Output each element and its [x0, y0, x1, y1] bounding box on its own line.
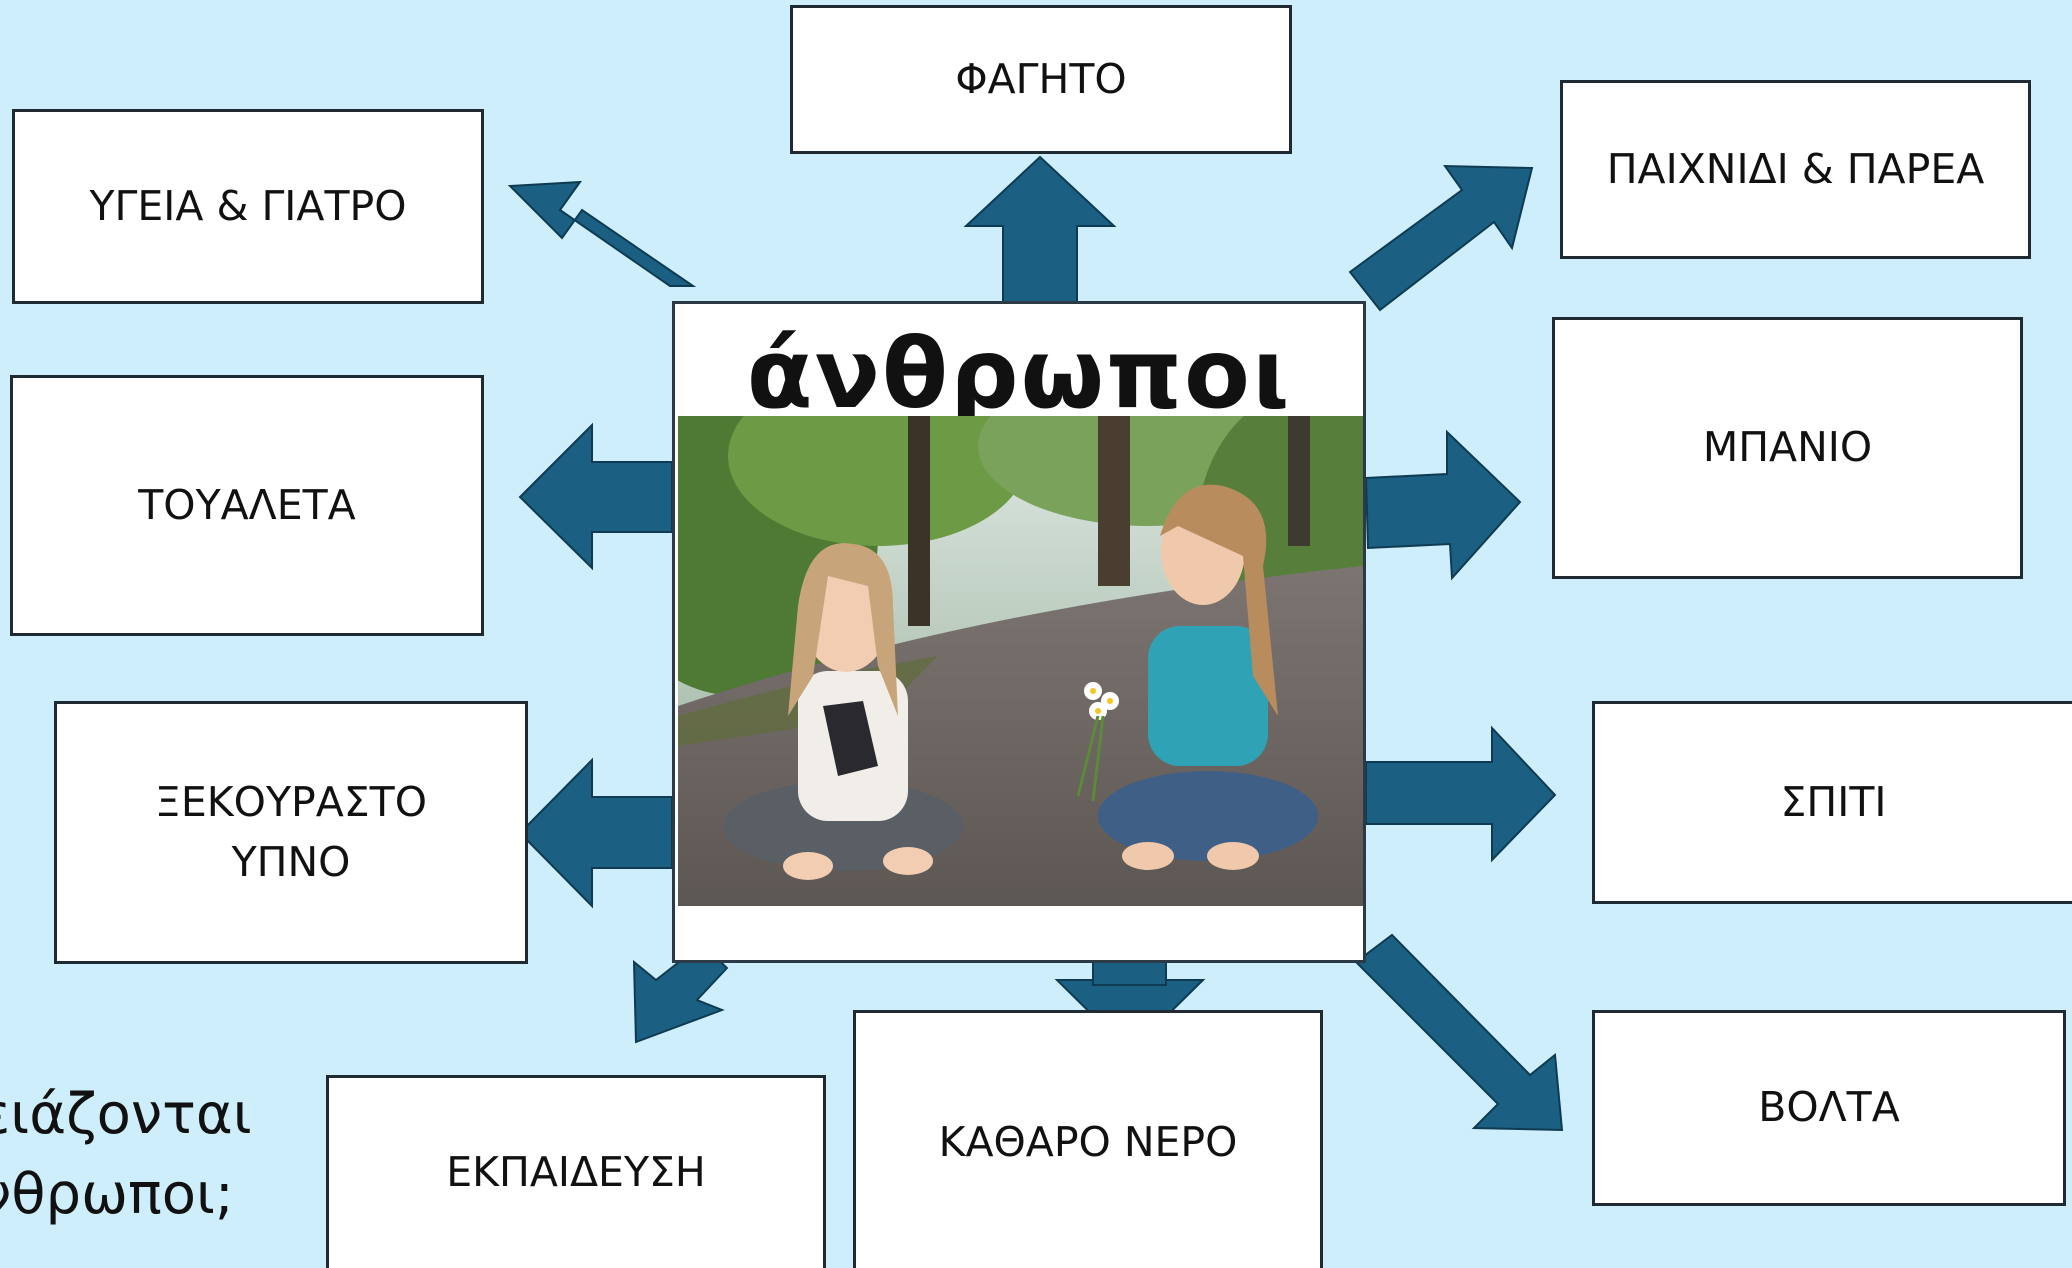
need-water-label: ΚΑΘΑΡΟ ΝΕΡΟ: [938, 1118, 1238, 1166]
girl-right: [1076, 484, 1318, 870]
need-education-label: ΕΚΠΑΙΔΕΥΣΗ: [446, 1148, 706, 1197]
need-water-box: ΚΑΘΑΡΟ ΝΕΡΟ: [853, 1010, 1323, 1268]
need-toilet-label: ΤΟΥΑΛΕΤΑ: [138, 480, 356, 529]
girl-left: [723, 543, 963, 880]
arrow-to-bath: [1364, 429, 1522, 581]
need-health-box: ΥΓΕΙΑ & ΓΙΑΤΡΟ: [12, 109, 484, 304]
need-walk-box: ΒΟΛΤΑ: [1592, 1010, 2066, 1206]
arrow-to-play: [1348, 164, 1534, 312]
need-food-box: ΦΑΓΗΤΟ: [790, 5, 1292, 154]
children-photo-illustration: [678, 416, 1363, 906]
arrow-to-health: [507, 180, 697, 287]
need-play-label: ΠΑΙΧΝΙΔΙ & ΠΑΡΕΑ: [1606, 144, 1985, 193]
need-sleep-label-line1: ΞΕΚΟΥΡΑΣΤΟ: [154, 778, 427, 827]
arrow-to-food: [963, 155, 1117, 306]
need-walk-label: ΒΟΛΤΑ: [1758, 1083, 1900, 1132]
need-food-label: ΦΑΓΗΤΟ: [955, 54, 1127, 103]
question-line2: νθρωποι;: [0, 1161, 234, 1227]
arrow-to-sleep: [518, 757, 673, 909]
need-toilet-box: ΤΟΥΑΛΕΤΑ: [10, 375, 484, 636]
children-photo: [678, 416, 1363, 906]
need-home-box: ΣΠΙΤΙ: [1592, 701, 2072, 904]
need-education-box: ΕΚΠΑΙΔΕΥΣΗ: [326, 1075, 826, 1268]
question-text: ειάζονται νθρωποι;: [0, 1075, 252, 1234]
center-title: άνθρωποι: [746, 318, 1292, 430]
arrow-to-home: [1365, 725, 1557, 863]
need-bath-label: ΜΠΑΝΙΟ: [1702, 423, 1873, 472]
need-play-box: ΠΑΙΧΝΙΔΙ & ΠΑΡΕΑ: [1560, 80, 2031, 259]
need-sleep-box: ΞΕΚΟΥΡΑΣΤΟ ΥΠΝΟ: [54, 701, 528, 964]
need-sleep-label-line2: ΥΠΝΟ: [231, 837, 351, 886]
question-line1: ειάζονται: [0, 1082, 252, 1147]
need-health-label: ΥΓΕΙΑ & ΓΙΑΤΡΟ: [89, 181, 407, 230]
arrow-to-toilet: [518, 422, 673, 571]
arrow-to-walk: [1354, 933, 1564, 1132]
need-home-label: ΣΠΙΤΙ: [1780, 777, 1887, 826]
center-card: άνθρωποι: [672, 301, 1366, 963]
need-bath-box: ΜΠΑΝΙΟ: [1552, 317, 2023, 579]
